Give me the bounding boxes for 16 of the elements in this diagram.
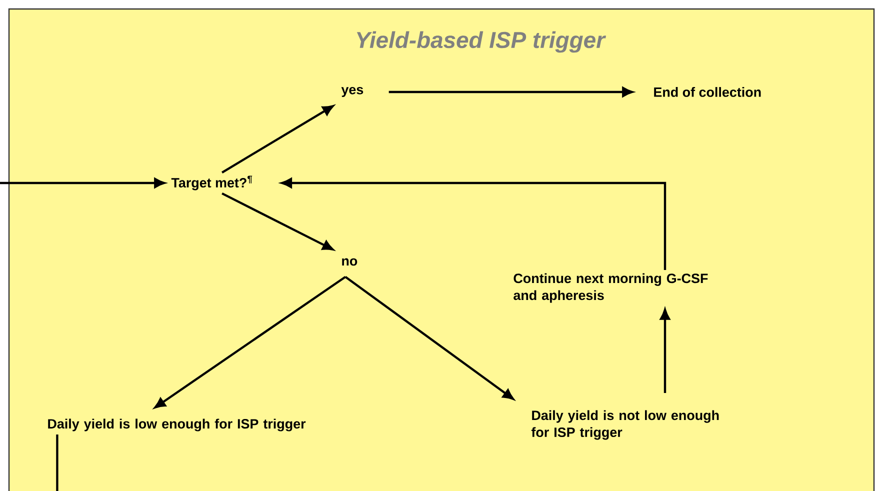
step-text: no bbox=[342, 258, 358, 266]
step-text: yes bbox=[341, 86, 364, 98]
step-text: Target met?$^{¶}$ bbox=[171, 176, 252, 190]
arrow bbox=[344, 276, 514, 400]
step-text: Continue next morning G-CSF and apheresis bbox=[514, 273, 708, 303]
arrow bbox=[222, 105, 334, 174]
arrow bbox=[154, 276, 346, 408]
arrow bbox=[660, 308, 670, 393]
arrow bbox=[222, 192, 334, 250]
step-text: Daily yield is low enough for ISP trigger bbox=[48, 418, 306, 432]
step-text: End of collection bbox=[654, 87, 761, 97]
step-text: Daily yield is not low enough for ISP trigger bbox=[531, 410, 719, 440]
title: Yield-based ISP trigger bbox=[356, 31, 606, 53]
arrow bbox=[388, 86, 634, 98]
arrow bbox=[0, 178, 166, 188]
arrow bbox=[281, 178, 666, 270]
